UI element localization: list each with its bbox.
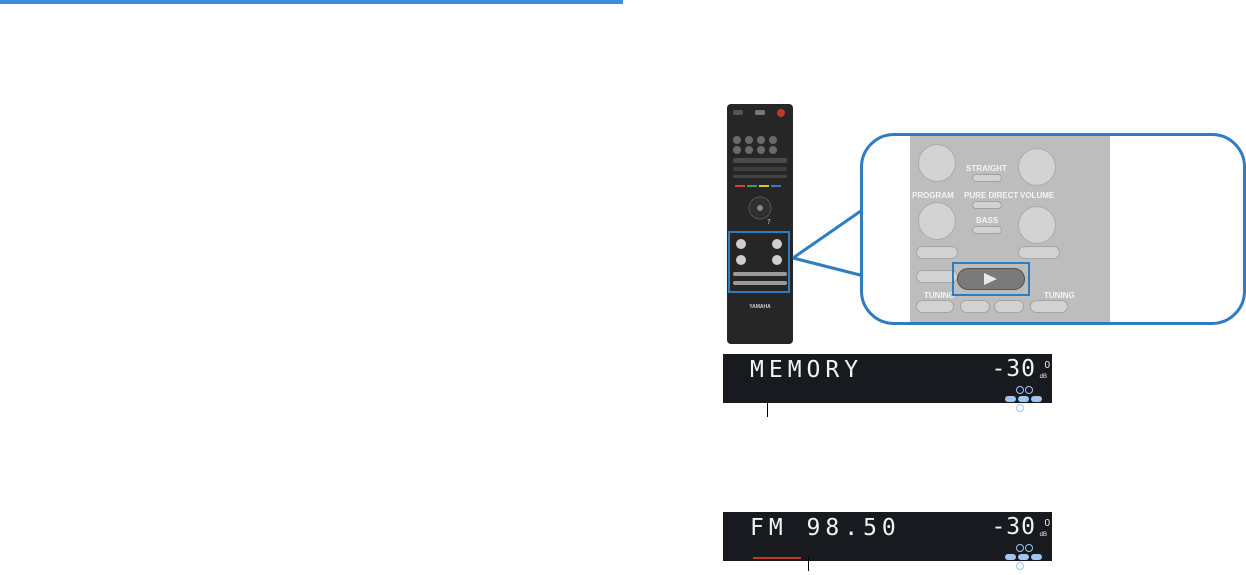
power-icon bbox=[777, 109, 785, 117]
zone-indicator-icon bbox=[1003, 389, 1042, 407]
display-volume-decimal: 0 bbox=[1044, 360, 1050, 371]
option-button bbox=[916, 246, 958, 259]
remote-buttons: ? bbox=[728, 109, 790, 293]
remote-top-button bbox=[733, 110, 743, 115]
display-pointer-line bbox=[767, 403, 768, 417]
remote-brand-logo: YAMAHA bbox=[749, 304, 771, 310]
straight-label: STRAIGHT bbox=[966, 164, 1007, 173]
skip-back-icon bbox=[916, 270, 958, 283]
tuning-right-label: TUNING bbox=[1044, 291, 1075, 300]
speaker-indicator-icon bbox=[1016, 539, 1038, 570]
pause-icon bbox=[994, 300, 1024, 313]
pure-direct-button bbox=[972, 201, 1002, 209]
rewind-icon bbox=[916, 300, 954, 313]
program-label: PROGRAM bbox=[912, 191, 954, 200]
display-unit: dB bbox=[1039, 374, 1047, 380]
bass-label: BASS bbox=[976, 216, 999, 225]
bass-button bbox=[972, 226, 1002, 234]
program-down-icon bbox=[918, 202, 956, 240]
straight-button bbox=[972, 174, 1002, 182]
help-icon: ? bbox=[767, 218, 771, 226]
remote-number-grid bbox=[733, 136, 777, 154]
pure-direct-label: PURE DIRECT bbox=[964, 191, 1019, 200]
display-main-text: MEMORY bbox=[750, 357, 864, 383]
program-up-icon bbox=[918, 144, 956, 182]
preset-indicator-icon bbox=[753, 557, 801, 559]
color-buttons bbox=[735, 185, 781, 187]
volume-plus-icon bbox=[1018, 148, 1056, 186]
display-pointer-line bbox=[808, 557, 809, 571]
remote-highlight-box bbox=[728, 231, 790, 293]
mute-icon bbox=[1018, 246, 1060, 259]
remote-source-button bbox=[755, 110, 765, 115]
play-highlight-box bbox=[952, 262, 1030, 296]
zoom-callout: PROGRAM VOLUME STRAIGHT PURE DIRECT BASS… bbox=[860, 133, 1246, 325]
fast-forward-icon bbox=[1030, 300, 1068, 313]
section-top-rule bbox=[0, 0, 623, 4]
volume-minus-icon bbox=[1018, 206, 1056, 244]
display-main-text: FM 98.50 bbox=[750, 515, 901, 541]
speaker-indicator-icon bbox=[1016, 381, 1038, 412]
volume-label: VOLUME bbox=[1020, 191, 1055, 200]
display-unit: dB bbox=[1039, 532, 1047, 538]
stop-icon bbox=[960, 300, 990, 313]
remote-zoom-panel: PROGRAM VOLUME STRAIGHT PURE DIRECT BASS… bbox=[910, 136, 1110, 322]
remote-control-illustration: ? YAMAHA bbox=[727, 104, 793, 344]
display-volume: -30 bbox=[991, 514, 1036, 540]
display-volume: -30 bbox=[991, 356, 1036, 382]
front-display-memory: MEMORY -30 0 dB bbox=[723, 354, 1052, 412]
zone-indicator-icon bbox=[1003, 547, 1042, 565]
tuning-left-label: TUNING bbox=[924, 291, 955, 300]
front-display-fm: FM 98.50 -30 0 dB bbox=[723, 512, 1052, 570]
play-icon bbox=[957, 268, 1025, 290]
display-volume-decimal: 0 bbox=[1044, 518, 1050, 529]
